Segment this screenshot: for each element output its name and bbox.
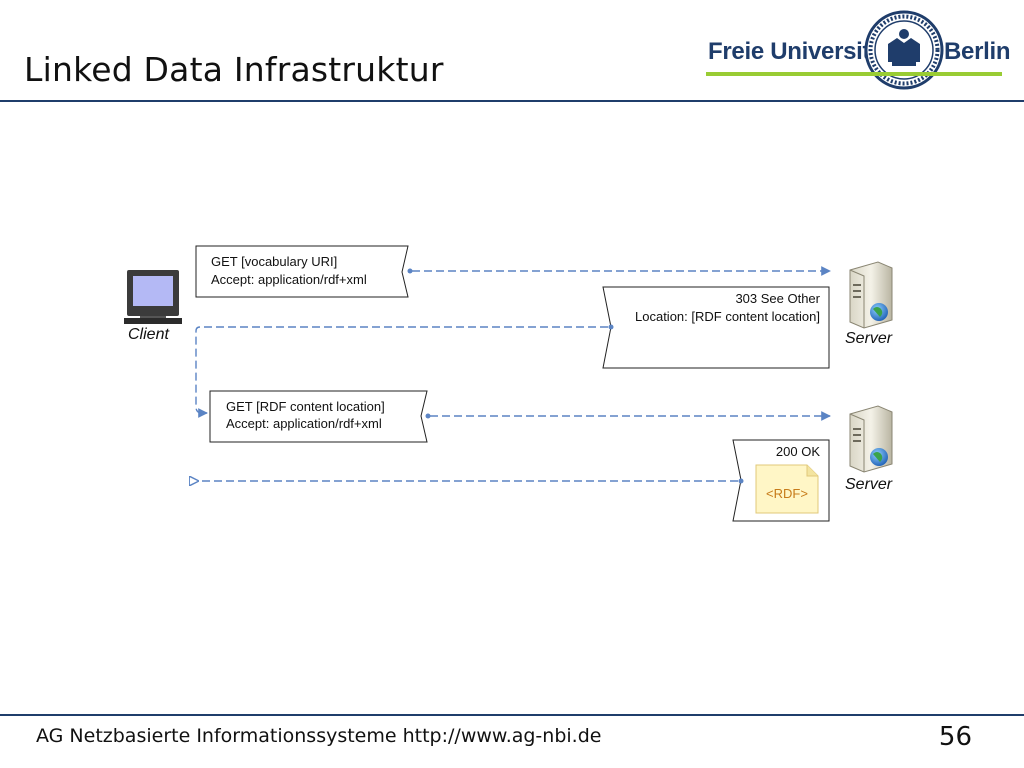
logo-text-right: Berlin	[944, 38, 1011, 65]
request-message-2: GET [RDF content location] Accept: appli…	[209, 390, 428, 443]
server-icon	[849, 405, 893, 473]
request-1-line-1: GET [vocabulary URI]	[211, 254, 337, 269]
rdf-document-label: <RDF>	[766, 486, 808, 501]
page-number: 56	[938, 722, 972, 752]
redirect-arrow	[195, 326, 608, 418]
university-seal-icon	[864, 10, 944, 90]
university-logo: Freie Universität Berlin	[706, 10, 1011, 90]
response-1-line-1: 303 See Other	[735, 291, 820, 306]
footer-divider	[0, 714, 1024, 716]
request-2-line-1: GET [RDF content location]	[226, 399, 385, 414]
logo-text-left: Freie Universität	[708, 38, 891, 65]
footer-text: AG Netzbasierte Informationssysteme http…	[36, 725, 602, 747]
client-computer-icon	[124, 270, 182, 324]
connector-dot	[425, 413, 431, 419]
server-icon	[849, 261, 893, 329]
server-label-2: Server	[845, 476, 893, 493]
response-2-line-1: 200 OK	[776, 444, 820, 459]
connector-dot	[608, 324, 614, 330]
server-label-1: Server	[845, 330, 893, 347]
request-1-line-2: Accept: application/rdf+xml	[211, 272, 367, 287]
connector-dot	[738, 478, 744, 484]
title-divider	[0, 100, 1024, 102]
client-label: Client	[128, 326, 169, 343]
request-2-line-2: Accept: application/rdf+xml	[226, 416, 382, 431]
request-message-1: GET [vocabulary URI] Accept: application…	[195, 245, 409, 298]
rdf-document-icon: <RDF>	[755, 464, 819, 514]
connector-dot	[407, 268, 413, 274]
logo-accent-bar	[706, 72, 1002, 76]
slide-title: Linked Data Infrastruktur	[24, 50, 444, 89]
response-1-line-2: Location: [RDF content location]	[635, 309, 820, 324]
response-message-1: 303 See Other Location: [RDF content loc…	[602, 286, 830, 369]
